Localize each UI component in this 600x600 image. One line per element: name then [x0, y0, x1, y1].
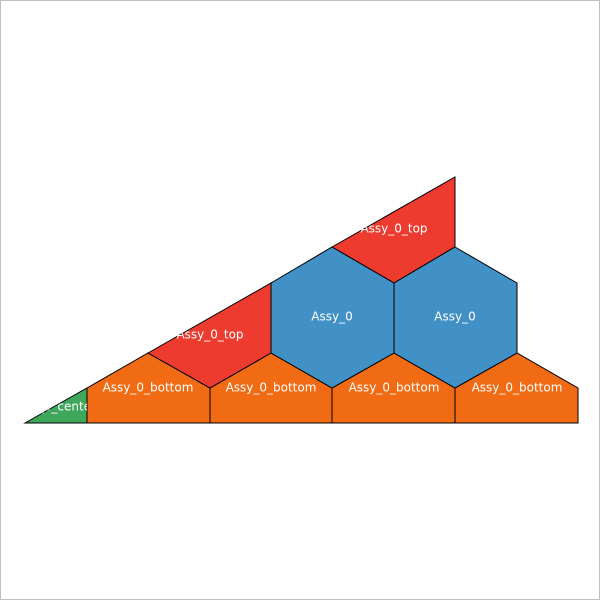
cell-label: Assy_0_bottom [226, 381, 317, 395]
cell-label: Assy_0_bottom [103, 381, 194, 395]
cell-label: Assy_0_top [360, 222, 427, 236]
cell-label: Assy_0_top [176, 328, 243, 342]
cell-label: Assy_0_center [10, 400, 96, 414]
assembly-cell [393, 246, 518, 389]
cell-label: Assy_0_bottom [349, 381, 440, 395]
cell-label: Assy_0_bottom [472, 381, 563, 395]
cell-label: Assy_0 [434, 310, 475, 324]
cell-label: Assy_0 [311, 310, 352, 324]
